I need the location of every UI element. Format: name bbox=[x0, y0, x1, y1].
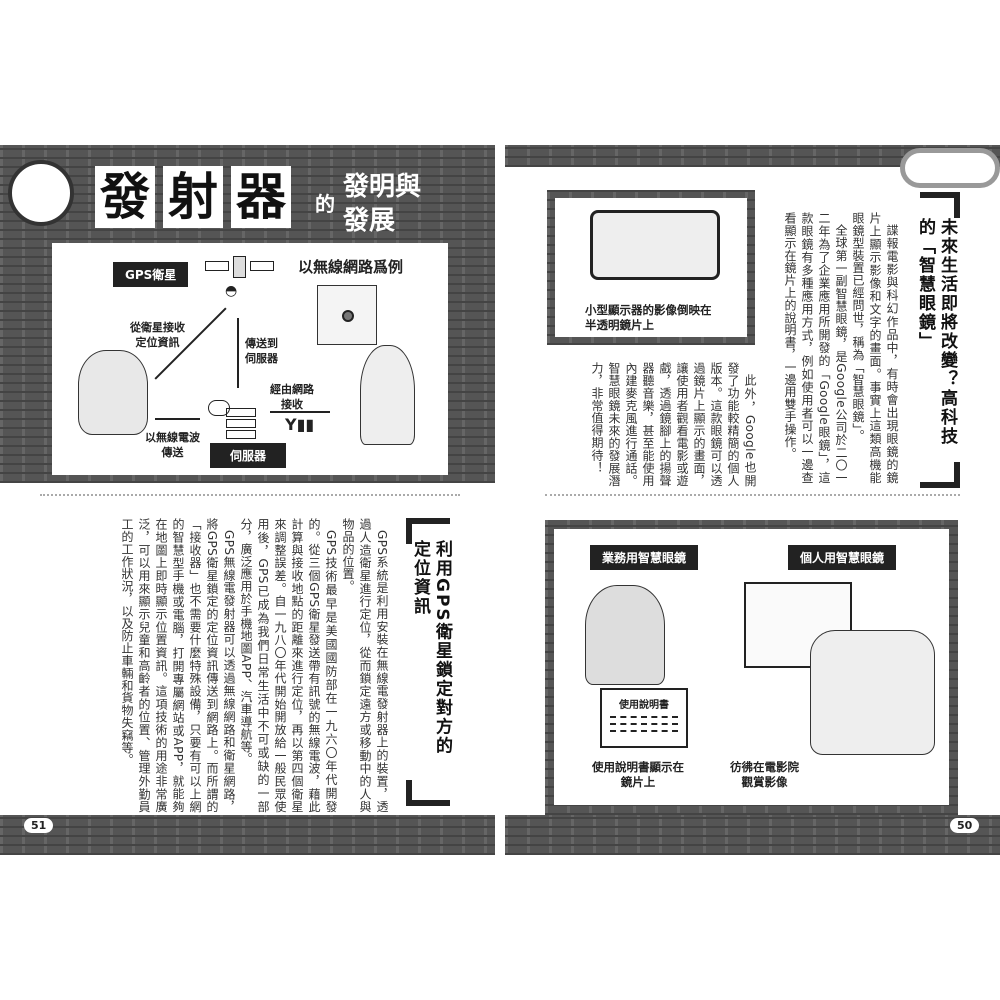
heading-bracket-top bbox=[406, 518, 450, 544]
paragraph: 全球第一副智慧眼鏡，是Google公司於二〇一二年為了企業應用所開發的「Goog… bbox=[783, 212, 848, 484]
arrow-server-to-user bbox=[270, 411, 330, 413]
map-bubble bbox=[317, 285, 377, 345]
right-body-text-top: 諜報電影與科幻作品中，有時會出現眼鏡的鏡片上顯示影像和文字的畫面。事實上這類高機… bbox=[762, 212, 900, 484]
smart-glasses-illustration bbox=[590, 210, 720, 280]
cloud-server-icon bbox=[208, 400, 260, 440]
satellite-icon bbox=[205, 256, 275, 278]
paragraph: GPS系統是利用安裝在無線電發射器上的裝置，透過人造衛星進行定位，從而鎖定遠方或… bbox=[341, 518, 389, 813]
receive-from-satellite-label: 從衛星接收定位資訊 bbox=[130, 321, 185, 349]
server-label: 伺服器 bbox=[210, 443, 287, 468]
glasses-caption: 小型顯示器的影像倒映在半透明鏡片上 bbox=[585, 303, 712, 332]
title-sub-2: 發展 bbox=[343, 206, 396, 236]
business-caption: 使用說明書顯示在鏡片上 bbox=[592, 760, 684, 789]
paragraph: 諜報電影與科幻作品中，有時會出現眼鏡的鏡片上顯示影像和文字的畫面。事實上這類高機… bbox=[851, 212, 899, 484]
title-char: 射 bbox=[163, 166, 223, 228]
send-by-radio-label: 以無線電波傳送 bbox=[145, 431, 200, 459]
business-glasses-label: 業務用智慧眼鏡 bbox=[590, 545, 699, 570]
personal-glasses-label: 個人用智慧眼鏡 bbox=[788, 545, 897, 570]
manual-bubble: 使用說明書 bbox=[600, 688, 688, 748]
right-footer-band bbox=[505, 815, 1000, 855]
left-section-heading: 利用GPS衛星鎖定對方的定位資訊 bbox=[410, 540, 452, 756]
right-top-band bbox=[505, 145, 1000, 167]
gamer-on-sofa-illustration bbox=[810, 630, 935, 755]
right-section-heading: 未來生活即將改變？高科技的「智慧眼鏡」 bbox=[915, 218, 957, 446]
page-number-left: 51 bbox=[24, 818, 54, 833]
diagram-heading: 以無線網路爲例 bbox=[298, 258, 404, 276]
title-main: 發 射 器 bbox=[95, 166, 291, 228]
right-body-text-bottom: 此外，Google也開發了功能較精簡的個人版本。這款眼鏡可以透過鏡片上顯示的畫面… bbox=[548, 362, 758, 487]
title-sub-1: 發明與 bbox=[343, 172, 422, 202]
signal-bars-icon: Y▮▮ bbox=[285, 415, 315, 434]
worker-illustration bbox=[585, 585, 665, 685]
left-footer-band bbox=[0, 815, 495, 855]
woman-illustration bbox=[360, 345, 415, 445]
character-avatar bbox=[8, 160, 74, 226]
left-page-divider bbox=[40, 494, 460, 496]
page-number-right: 50 bbox=[950, 818, 980, 833]
right-page-divider bbox=[545, 494, 960, 496]
antenna-signal-icon: ◓ bbox=[225, 283, 238, 299]
personal-caption: 彷彿在電影院觀賞影像 bbox=[730, 760, 799, 789]
title-connector: 的 bbox=[315, 192, 335, 216]
arrow-satellite-to-server bbox=[237, 318, 239, 388]
location-pin-icon bbox=[342, 310, 354, 322]
title-char: 器 bbox=[231, 166, 291, 228]
arrow-child-to-server bbox=[155, 418, 200, 420]
paragraph: GPS技術最早是美國國防部在一九六〇年代開發的。從三個GPS衛星發送帶有訊號的無… bbox=[239, 518, 338, 813]
title-char: 發 bbox=[95, 166, 155, 228]
paragraph: 此外，Google也開發了功能較精簡的個人版本。這款眼鏡可以透過鏡片上顯示的畫面… bbox=[590, 362, 757, 487]
paragraph: GPS無線電發射器可以透過無線網路和衛星網路，將GPS衛星鎖定的定位資訊傳送到網… bbox=[120, 518, 236, 813]
heading-bracket-top bbox=[920, 192, 960, 218]
glasses-icon bbox=[900, 148, 1000, 188]
gps-satellite-label: GPS衛星 bbox=[113, 262, 189, 287]
manual-title: 使用說明書 bbox=[619, 700, 669, 711]
left-body-text: GPS系統是利用安裝在無線電發射器上的裝置，透過人造衛星進行定位，從而鎖定遠方或… bbox=[50, 518, 390, 813]
heading-bracket-bottom bbox=[920, 462, 960, 488]
heading-bracket-bottom bbox=[406, 780, 450, 806]
send-to-server-label: 傳送到伺服器 bbox=[245, 337, 278, 365]
child-illustration bbox=[78, 350, 148, 435]
receive-via-network-label: 經由網路接收 bbox=[270, 383, 314, 411]
